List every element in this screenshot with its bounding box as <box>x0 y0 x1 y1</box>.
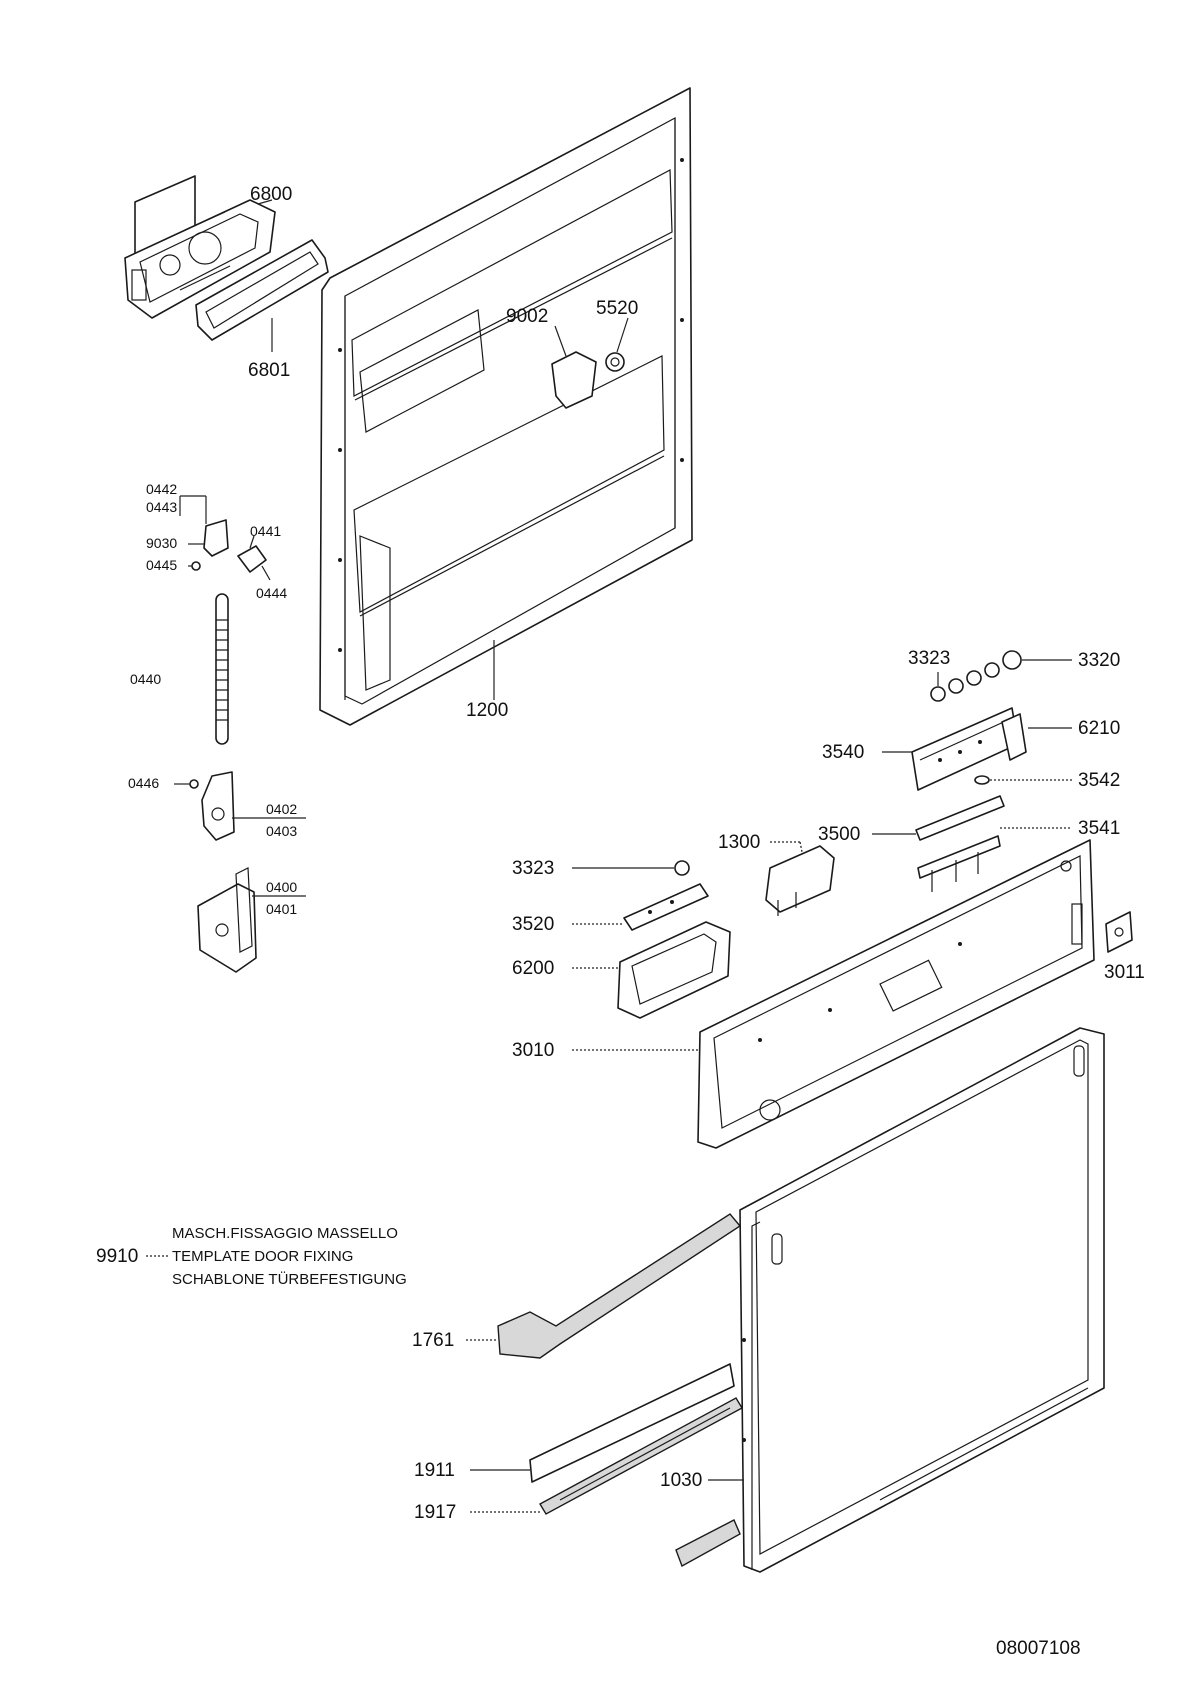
part-0444-pin <box>261 565 271 581</box>
label-0446: 0446 <box>128 775 159 791</box>
label-6800: 6800 <box>250 184 292 205</box>
label-3500: 3500 <box>818 824 860 845</box>
label-1300: 1300 <box>718 832 760 853</box>
label-3541: 3541 <box>1078 818 1120 839</box>
label-9002: 9002 <box>506 306 548 327</box>
part-9002-clip <box>551 351 597 409</box>
note-line-german: SCHABLONE TÜRBEFESTIGUNG <box>172 1270 407 1288</box>
label-9030: 9030 <box>146 535 177 551</box>
label-1200: 1200 <box>466 700 508 721</box>
part-3320-knobs <box>930 650 1022 702</box>
label-5520: 5520 <box>596 298 638 319</box>
label-9910: 9910 <box>96 1246 138 1267</box>
part-1761-insulation <box>497 1213 742 1359</box>
part-1030-outer-door <box>739 1027 1105 1573</box>
part-6200-pcb-housing <box>617 921 731 1019</box>
label-0442: 0442 <box>146 481 177 497</box>
part-3010-control-panel <box>697 839 1095 1149</box>
part-3541-bracket <box>917 835 1001 892</box>
label-3542: 3542 <box>1078 770 1120 791</box>
part-9030-bracket <box>203 519 229 557</box>
label-6200: 6200 <box>512 958 554 979</box>
label-0403: 0403 <box>266 823 297 839</box>
part-3323-knob <box>674 860 690 876</box>
label-0444: 0444 <box>256 585 287 601</box>
part-3542-spring <box>974 775 990 785</box>
label-3011: 3011 <box>1104 962 1145 983</box>
label-3323-top: 3323 <box>908 648 950 669</box>
part-6800-dispenser <box>124 175 276 319</box>
part-1911-trim <box>529 1363 735 1483</box>
label-6801: 6801 <box>248 360 290 381</box>
label-6210: 6210 <box>1078 718 1120 739</box>
part-3540-button-panel <box>911 707 1019 791</box>
label-3520: 3520 <box>512 914 554 935</box>
label-1917: 1917 <box>414 1502 456 1523</box>
label-0445: 0445 <box>146 557 177 573</box>
part-1200-inner-door <box>319 87 693 726</box>
part-0446-screw <box>189 779 199 789</box>
label-1761: 1761 <box>412 1330 454 1351</box>
label-0443: 0443 <box>146 499 177 515</box>
part-0445-screw <box>191 561 201 571</box>
label-0441: 0441 <box>250 523 281 539</box>
drawing-number: 08007108 <box>996 1638 1081 1659</box>
label-1030: 1030 <box>660 1470 702 1491</box>
label-1911: 1911 <box>414 1460 455 1481</box>
label-3320: 3320 <box>1078 650 1120 671</box>
part-0402-hinge-arm <box>201 771 235 841</box>
part-5520-knob <box>605 352 625 372</box>
label-0400: 0400 <box>266 879 297 895</box>
part-3520-lens <box>623 883 709 931</box>
part-6210-switch <box>1001 713 1027 761</box>
part-0441-lever <box>237 545 267 573</box>
label-0440: 0440 <box>130 671 161 687</box>
part-3011-bracket <box>1105 911 1133 953</box>
label-3323-mid: 3323 <box>512 858 554 879</box>
label-0402: 0402 <box>266 801 297 817</box>
part-1917-rail <box>539 1397 743 1515</box>
note-line-italian: MASCH.FISSAGGIO MASSELLO <box>172 1225 398 1242</box>
part-6801-gasket <box>195 239 329 341</box>
label-3010: 3010 <box>512 1040 554 1061</box>
part-0440-spring <box>215 593 229 745</box>
note-line-english: TEMPLATE DOOR FIXING <box>172 1248 353 1265</box>
part-1300-switch <box>765 845 835 916</box>
part-bottom-strip <box>675 1519 741 1568</box>
part-3500-actuator <box>915 795 1005 841</box>
part-0400-hinge <box>197 867 257 973</box>
label-0401: 0401 <box>266 901 297 917</box>
label-3540: 3540 <box>822 742 864 763</box>
